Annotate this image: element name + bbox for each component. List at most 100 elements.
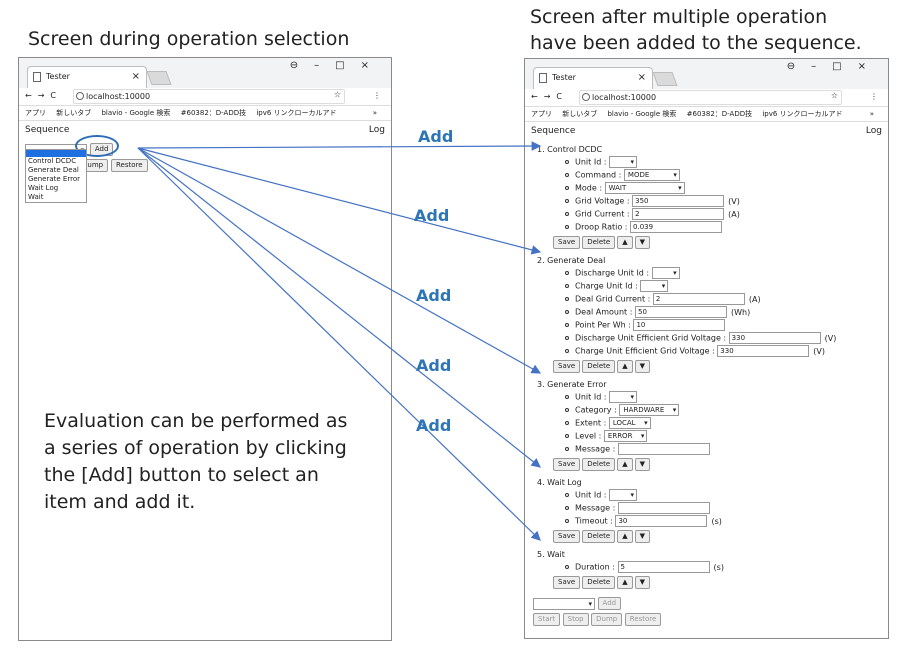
menu-icon[interactable]: ⋮ [870,92,884,101]
delete-button[interactable]: Delete [582,360,616,373]
maximize-icon[interactable]: □ [335,60,361,71]
field-input[interactable]: 2 [632,208,725,220]
tab-close-icon[interactable]: × [637,72,646,83]
stop-button[interactable]: Stop [562,613,589,626]
reload-icon[interactable]: C [50,91,62,100]
field-select[interactable]: HARDWARE [619,404,680,416]
add-label-4: Add [416,356,452,375]
move-up-button[interactable]: ▲ [617,530,633,543]
field-input[interactable]: 0.039 [630,221,723,233]
delete-button[interactable]: Delete [582,236,616,249]
bookmark-item[interactable]: アプリ [25,109,46,117]
bookmark-item[interactable]: ipv6 リンクローカルアド [256,109,337,117]
field-input[interactable]: 30 [615,515,708,527]
move-up-button[interactable]: ▲ [617,576,633,589]
dropdown-option[interactable]: Wait Log [28,184,59,192]
step-field: Unit Id : [565,489,882,502]
save-button[interactable]: Save [553,530,581,543]
field-input[interactable]: 330 [717,345,810,357]
minimize-icon[interactable]: – [314,60,336,71]
field-select[interactable] [609,391,638,403]
move-down-button[interactable]: ▼ [634,458,650,471]
field-label: Message : [575,444,616,454]
forward-icon[interactable]: → [37,91,51,100]
bookmark-item[interactable]: 新しいタブ [562,110,598,118]
reload-icon[interactable]: C [556,92,568,101]
back-icon[interactable]: ← [531,92,544,101]
move-down-button[interactable]: ▼ [634,530,650,543]
field-select[interactable] [640,280,669,292]
close-window-icon[interactable]: × [857,61,882,72]
field-input[interactable]: 350 [632,195,725,207]
field-label: Discharge Unit Efficient Grid Voltage : [575,333,727,343]
close-window-icon[interactable]: × [360,60,385,71]
tab-close-icon[interactable]: × [131,71,140,82]
field-input[interactable]: 10 [633,319,726,331]
browser-tab[interactable]: Tester × [533,67,653,89]
save-button[interactable]: Save [553,236,581,249]
browser-tab[interactable]: Tester × [27,66,147,88]
save-button[interactable]: Save [553,458,581,471]
star-icon[interactable]: ☆ [333,90,341,99]
field-select[interactable] [651,267,680,279]
field-input[interactable] [617,502,710,514]
nav-buttons: ←→C [25,91,62,100]
field-input[interactable]: 50 [634,306,727,318]
operation-select[interactable] [533,597,595,610]
field-label: Charge Unit Id : [575,281,638,291]
field-select[interactable] [609,489,638,501]
profile-icon[interactable]: ⊖ [289,60,315,71]
star-icon[interactable]: ☆ [830,91,838,100]
dropdown-option[interactable]: Generate Deal [28,166,79,174]
field-select[interactable] [609,156,638,168]
maximize-icon[interactable]: □ [832,61,858,72]
move-up-button[interactable]: ▲ [617,236,633,249]
url-field[interactable]: localhost:10000 [579,90,842,105]
restore-button[interactable]: Restore [110,159,148,172]
field-input[interactable]: 2 [652,293,745,305]
url-field[interactable]: localhost:10000 [73,89,345,104]
field-input[interactable]: 330 [728,332,821,344]
delete-button[interactable]: Delete [582,576,616,589]
bookmark-item[interactable]: blavio - Google 検索 [607,110,677,118]
bookmarks-more-icon[interactable]: » [372,109,377,117]
dropdown-option-blank[interactable] [26,150,86,157]
minimize-icon[interactable]: – [811,61,833,72]
bookmark-item[interactable]: #60382：D-ADD技 [686,110,753,118]
field-select[interactable]: LOCAL [608,417,651,429]
bookmark-item[interactable]: ipv6 リンクローカルアド [762,110,843,118]
bookmark-item[interactable]: アプリ [531,110,552,118]
move-down-button[interactable]: ▼ [634,360,650,373]
restore-button[interactable]: Restore [624,613,662,626]
move-down-button[interactable]: ▼ [634,236,650,249]
dropdown-option[interactable]: Wait [28,193,44,201]
field-input[interactable]: 5 [617,561,710,573]
save-button[interactable]: Save [553,360,581,373]
delete-button[interactable]: Delete [582,458,616,471]
field-select[interactable]: ERROR [603,430,648,442]
bookmarks-more-icon[interactable]: » [869,110,874,118]
step-field: Level : ERROR [565,430,882,443]
bookmark-item[interactable]: blavio - Google 検索 [101,109,171,117]
field-select[interactable]: WAIT [604,182,685,194]
save-button[interactable]: Save [553,576,581,589]
move-up-button[interactable]: ▲ [617,360,633,373]
dropdown-option[interactable]: Generate Error [28,175,80,183]
profile-icon[interactable]: ⊖ [786,61,812,72]
delete-button[interactable]: Delete [582,530,616,543]
add-button[interactable]: Add [597,597,622,610]
move-down-button[interactable]: ▼ [634,576,650,589]
forward-icon[interactable]: → [543,92,557,101]
dump-button[interactable]: Dump [591,613,623,626]
new-tab-button[interactable] [146,71,172,85]
bookmark-item[interactable]: #60382：D-ADD技 [180,109,247,117]
move-up-button[interactable]: ▲ [617,458,633,471]
new-tab-button[interactable] [652,72,678,86]
bookmark-item[interactable]: 新しいタブ [56,109,92,117]
dropdown-option[interactable]: Control DCDC [28,157,77,165]
start-button[interactable]: Start [533,613,561,626]
field-select[interactable]: MODE [623,169,680,181]
menu-icon[interactable]: ⋮ [373,91,387,100]
field-input[interactable] [617,443,710,455]
back-icon[interactable]: ← [25,91,38,100]
